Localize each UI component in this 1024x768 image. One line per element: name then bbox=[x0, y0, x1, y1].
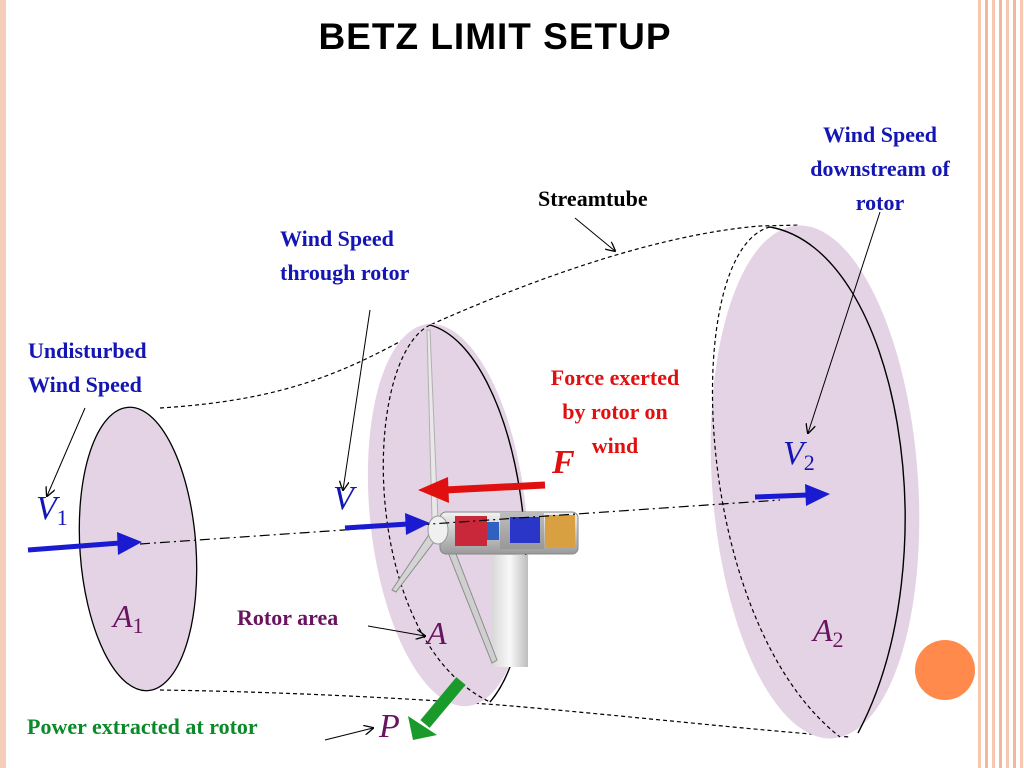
symbol-letter: V bbox=[783, 435, 804, 472]
label-wind-speed-through-rotor: Wind Speed through rotor bbox=[280, 222, 409, 290]
streamtube-upper-line bbox=[159, 224, 801, 409]
symbol-a2: A2 bbox=[813, 612, 844, 653]
label-line: through rotor bbox=[280, 260, 410, 285]
symbol-letter: A bbox=[113, 598, 133, 634]
arrow-v2 bbox=[754, 484, 830, 506]
page-title: BETZ LIMIT SETUP bbox=[318, 16, 672, 57]
symbol-subscript: 1 bbox=[132, 613, 144, 638]
disk-a2 bbox=[710, 225, 920, 739]
streamtube-lower-line bbox=[159, 689, 851, 738]
leader-undisturbed bbox=[47, 407, 86, 496]
left-border bbox=[0, 0, 6, 768]
label-line: Wind Speed bbox=[28, 372, 142, 397]
leader-power bbox=[324, 728, 373, 741]
arrow-v bbox=[344, 513, 430, 535]
arrow-force bbox=[418, 477, 546, 503]
label-line: rotor bbox=[855, 190, 905, 215]
arrow-power bbox=[408, 677, 466, 740]
label-line: Undisturbed bbox=[28, 338, 147, 363]
disk-a2-front-edge bbox=[769, 226, 906, 734]
symbol-a: A bbox=[427, 615, 447, 651]
symbol-v: V bbox=[333, 480, 354, 517]
disk-a1 bbox=[78, 406, 198, 692]
symbol-subscript: 2 bbox=[832, 627, 844, 652]
label-power-extracted: Power extracted at rotor bbox=[27, 714, 258, 739]
label-wind-speed-downstream: Wind Speed downstream of rotor bbox=[780, 118, 980, 220]
leader-streamtube bbox=[574, 217, 615, 251]
center-axis bbox=[139, 499, 781, 545]
disk-a-back-edge bbox=[382, 324, 491, 703]
symbol-letter: V bbox=[36, 490, 57, 527]
label-rotor-area: Rotor area bbox=[237, 605, 339, 630]
arrow-v1 bbox=[27, 532, 142, 555]
symbol-p: P bbox=[379, 708, 400, 745]
label-line: Wind Speed bbox=[823, 122, 937, 147]
right-border-stripes bbox=[978, 0, 1024, 768]
label-line: Force exerted bbox=[550, 365, 680, 390]
label-line: downstream of bbox=[810, 156, 950, 181]
symbol-f: F bbox=[552, 444, 575, 481]
symbol-subscript: 2 bbox=[803, 450, 815, 475]
symbol-subscript: 1 bbox=[56, 505, 68, 530]
label-streamtube: Streamtube bbox=[538, 186, 648, 211]
symbol-a1: A1 bbox=[113, 598, 144, 639]
symbol-letter: A bbox=[813, 612, 833, 648]
symbol-v2: V2 bbox=[783, 435, 815, 476]
disk-a2-back-edge bbox=[711, 226, 841, 738]
decorative-orange-circle bbox=[915, 640, 975, 700]
symbol-v1: V1 bbox=[36, 490, 68, 531]
leader-downstream bbox=[808, 211, 881, 433]
label-force-exerted: Force exerted by rotor on wind bbox=[525, 361, 705, 463]
label-line: wind bbox=[591, 433, 639, 458]
label-line: Wind Speed bbox=[280, 226, 394, 251]
label-undisturbed-wind-speed: Undisturbed Wind Speed bbox=[28, 334, 147, 402]
label-line: by rotor on bbox=[562, 399, 668, 424]
leader-rotor-area bbox=[367, 625, 425, 636]
leader-through bbox=[343, 309, 371, 490]
